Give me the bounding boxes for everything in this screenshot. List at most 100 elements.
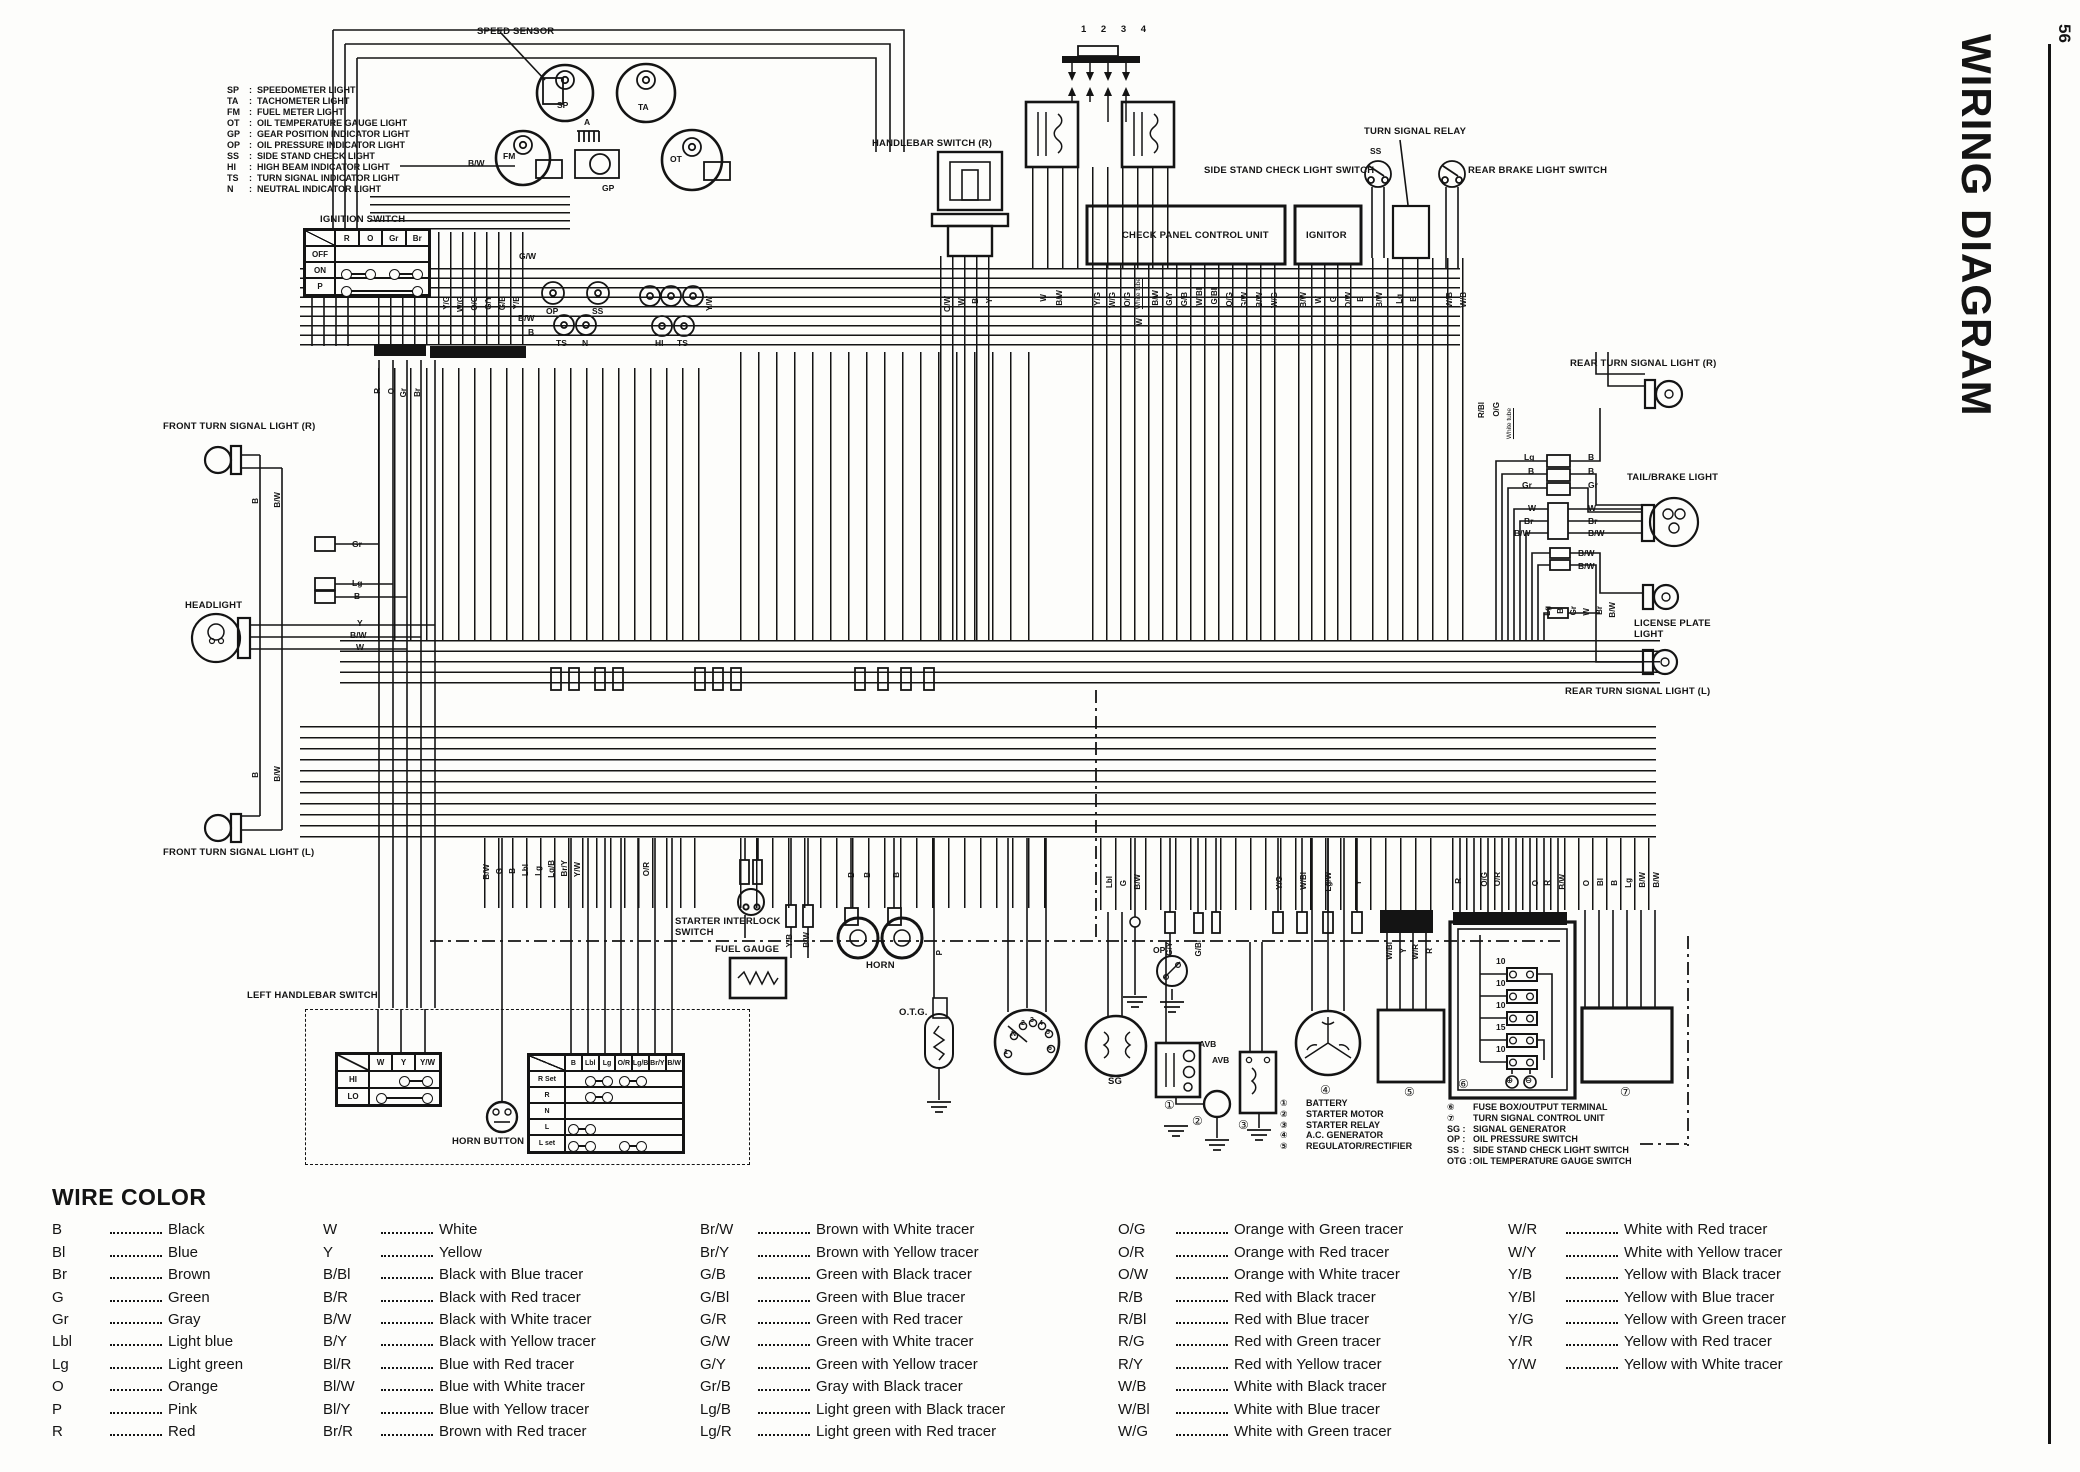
wire-name: Green with Yellow tracer xyxy=(816,1355,978,1373)
diagram-label: B/W xyxy=(1514,528,1531,538)
wire-name: Red with Black tracer xyxy=(1234,1288,1376,1306)
diagram-label: REAR TURN SIGNAL LIGHT (L) xyxy=(1565,686,1711,697)
diagram-label: R/Bl xyxy=(1477,402,1486,418)
wire-name: Yellow with Blue tracer xyxy=(1624,1288,1775,1306)
wire-color-entry: G/W Green with White tracer xyxy=(700,1328,1005,1350)
wire-code: O/G xyxy=(1118,1221,1146,1239)
wire-name: Green with Blue tracer xyxy=(816,1288,966,1306)
diagram-label: SIDE STAND CHECK LIGHT SWITCH xyxy=(1204,165,1375,176)
diagram-label: A xyxy=(584,117,591,127)
col-header: Lg xyxy=(598,1055,616,1071)
col-header: O xyxy=(358,230,382,246)
diagram-label: B/W xyxy=(1638,872,1647,888)
diagram-label: ⊕ xyxy=(1506,1075,1514,1085)
diagram-label: W xyxy=(1582,608,1591,616)
component-name: FUSE BOX/OUTPUT TERMINAL xyxy=(1473,1102,1608,1112)
legend-row: TA : TACHOMETER LIGHT xyxy=(227,96,350,106)
diagram-label: 1 2 3 4 xyxy=(1081,24,1153,35)
legend-name: OIL TEMPERATURE GAUGE LIGHT xyxy=(257,118,408,128)
wire-code: Y xyxy=(323,1243,334,1261)
diagram-label: B/W xyxy=(1151,290,1160,306)
component-list-right: ⑥ FUSE BOX/OUTPUT TERMINAL ⑦ TURN SIGNAL… xyxy=(1447,1102,1632,1167)
diagram-label: W/G xyxy=(1270,292,1279,308)
diagram-label: SG xyxy=(1108,1076,1123,1087)
coil-drops xyxy=(1032,167,1172,268)
diagram-label: SP xyxy=(557,100,569,110)
wire-color-title: WIRE COLOR xyxy=(52,1184,207,1210)
component-marker: OTG : xyxy=(1447,1155,1472,1166)
diagram-label: 2 xyxy=(1021,1020,1025,1027)
diagram-label: R xyxy=(1425,948,1434,954)
wire-code: R/Y xyxy=(1118,1355,1144,1373)
diagram-label: B/W xyxy=(468,158,485,168)
diagram-label: TURN SIGNAL RELAY xyxy=(1364,126,1467,137)
wire-name: Brown with White tracer xyxy=(816,1221,975,1239)
diagram-label: Y xyxy=(1354,880,1363,886)
legend-name: NEUTRAL INDICATOR LIGHT xyxy=(257,184,381,194)
diagram-label: B xyxy=(863,872,872,878)
diagram-label: G xyxy=(495,868,504,875)
wire-name: Yellow xyxy=(439,1243,482,1261)
wire-color-entry: W/Y White with Yellow tracer xyxy=(1508,1238,1786,1261)
diagram-label: W xyxy=(356,642,365,652)
harness-band-mid xyxy=(340,640,1660,692)
diagram-label: TS xyxy=(677,338,688,348)
diagram-label: FM xyxy=(503,151,516,161)
diagram-label: N xyxy=(1011,1031,1017,1038)
legend-name: TACHOMETER LIGHT xyxy=(257,96,350,106)
diagram-label: W/G xyxy=(1108,292,1117,308)
turn-signal-switch-table: B Lbl Lg O/R Lg/B Br/Y B/W R Set R N L L… xyxy=(527,1053,685,1154)
indicator-legend: SP : SPEEDOMETER LIGHT TA : TACHOMETER L… xyxy=(227,85,410,195)
wire-code: P xyxy=(52,1400,63,1418)
row-header: ON xyxy=(305,262,335,278)
component-name: OIL TEMPERATURE GAUGE SWITCH xyxy=(1473,1155,1632,1166)
diagram-label: STARTER INTERLOCK xyxy=(675,916,781,927)
wire-name: White with Black tracer xyxy=(1234,1378,1387,1396)
legend-abbr: N xyxy=(227,184,234,194)
diagram-label: TA xyxy=(638,102,649,112)
diagram-label: W/B xyxy=(1445,292,1454,308)
diagram-label: IGNITOR xyxy=(1306,230,1347,241)
diagram-label: Lg xyxy=(1624,878,1633,888)
col-header: O/R xyxy=(615,1055,633,1071)
component-name: STARTER RELAY xyxy=(1306,1119,1381,1130)
wire-name: Light green with Black tracer xyxy=(816,1400,1006,1418)
wire-color-entry: Bl Blue xyxy=(52,1238,243,1261)
component-item: ⑥ FUSE BOX/OUTPUT TERMINAL xyxy=(1447,1102,1632,1113)
wire-code: Br/W xyxy=(700,1221,734,1239)
wire-code: Gr/B xyxy=(700,1378,731,1396)
diagram-label: G/Y xyxy=(1165,292,1174,306)
col-header: Y/W xyxy=(415,1054,440,1071)
diagram-label: B/W xyxy=(1299,292,1308,308)
wire-color-col-3: Br/W Brown with White tracer Br/Y Brown … xyxy=(700,1216,1005,1440)
wire-name: Orange xyxy=(168,1378,219,1396)
wire-code: W/G xyxy=(1118,1422,1148,1440)
wire-code: R/G xyxy=(1118,1333,1145,1351)
col-header: Lg/B xyxy=(632,1055,649,1071)
diagram-label: B/W xyxy=(1588,528,1605,538)
diagram-label: Y/G xyxy=(1275,876,1284,890)
diagram-label: B xyxy=(1356,296,1365,302)
col-header: Br/Y xyxy=(648,1055,666,1071)
wire-code: Y/W xyxy=(1508,1355,1537,1373)
wire-color-entry: Lg/B Light green with Black tracer xyxy=(700,1395,1006,1418)
wire-code: B/Y xyxy=(323,1333,348,1351)
diagram-label: B xyxy=(251,498,260,504)
wire-color-entry: Bl/W Blue with White tracer xyxy=(323,1373,596,1395)
diagram-label: O/G xyxy=(1492,402,1501,417)
wire-code: W/B xyxy=(1118,1378,1147,1396)
component-marker: ④ xyxy=(1280,1130,1288,1141)
wire-code: W xyxy=(323,1221,338,1239)
diagram-label: CHECK PANEL CONTROL UNIT xyxy=(1122,230,1269,241)
wire-code: Y/R xyxy=(1508,1333,1534,1351)
wire-color-entry: Lg Light green xyxy=(52,1350,243,1373)
legend-row: OT : OIL TEMPERATURE GAUGE LIGHT xyxy=(227,118,408,128)
diagram-label: OP xyxy=(1153,945,1166,955)
diagram-label: G/W xyxy=(519,251,536,261)
diagram-label: Y xyxy=(357,618,363,628)
wire-color-entry: Y/Bl Yellow with Blue tracer xyxy=(1508,1283,1786,1306)
wire-code: Y/G xyxy=(1508,1310,1534,1328)
component-item: ④ A.C. GENERATOR xyxy=(1280,1130,1412,1141)
component-marker: OP : xyxy=(1447,1134,1466,1145)
